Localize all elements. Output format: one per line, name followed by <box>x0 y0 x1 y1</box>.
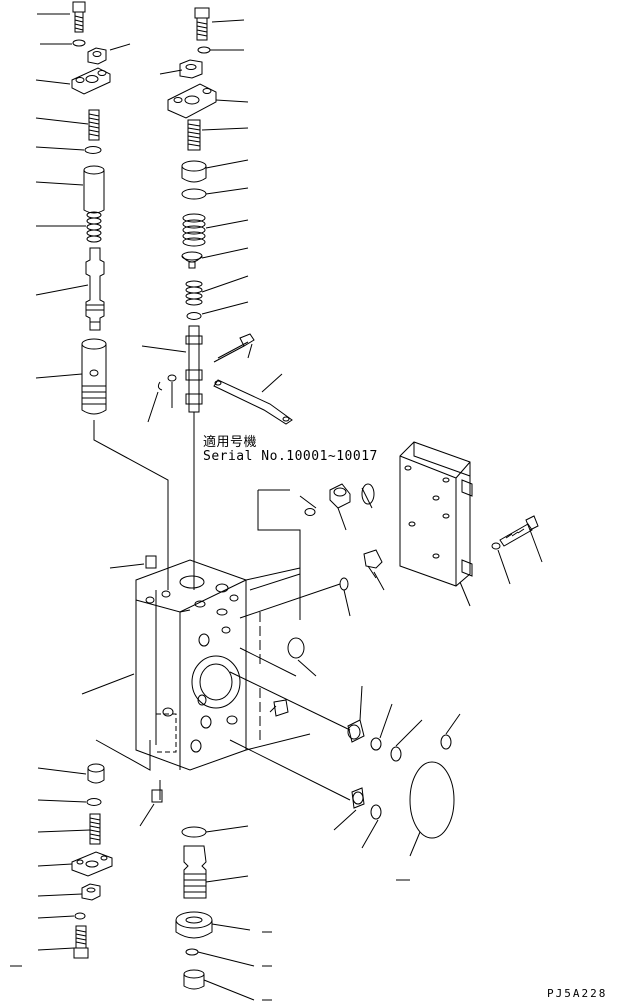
center-leaders <box>141 19 283 423</box>
gasket-plate-outline <box>245 567 311 751</box>
left-leaders-bottom <box>10 563 155 967</box>
part-washer-bottom-left <box>74 912 86 920</box>
center-bottom-parts <box>175 826 213 990</box>
part-plug-small-lower <box>151 789 163 803</box>
part-shim-bottom-left <box>86 798 102 806</box>
part-spool-center <box>185 325 203 413</box>
part-pin-center <box>213 333 255 363</box>
left-column-bottom-parts <box>71 555 163 959</box>
part-sleeve-left <box>81 338 107 415</box>
part-spring-center-large <box>182 213 206 247</box>
part-cap-bottom-center <box>183 969 205 990</box>
part-washer-center-top <box>197 46 211 54</box>
left-column-top-parts <box>71 1 111 415</box>
part-cover-plate <box>399 441 473 587</box>
part-bolt-left-top <box>72 1 86 33</box>
part-cap-center <box>181 160 207 183</box>
part-lever <box>213 379 293 425</box>
serial-range-label: Serial No.10001~10017 <box>203 449 378 464</box>
drawing-code: PJ5A228 <box>547 987 608 1000</box>
part-spool-left <box>85 247 105 331</box>
part-rod-left <box>88 109 100 141</box>
part-oring-round <box>287 637 305 659</box>
part-shim-center <box>181 188 207 200</box>
part-flange-center-top <box>167 83 217 119</box>
part-nut-bottom-center <box>175 911 213 939</box>
part-bolt-bottom-left <box>73 925 89 959</box>
center-column-parts <box>157 7 293 425</box>
right-leaders <box>269 487 543 857</box>
applicability-label: 適用号機 <box>203 435 258 450</box>
part-fitting-right <box>339 549 383 591</box>
part-seat-center <box>181 251 203 269</box>
part-clip-center <box>157 374 177 391</box>
part-flange-left-top <box>71 67 111 95</box>
part-rod-center <box>187 119 201 151</box>
part-nut-bottom-left <box>81 883 101 901</box>
part-flange-bottom-left <box>71 851 113 877</box>
part-bolt-cover <box>491 515 539 550</box>
part-rod-bottom-left <box>89 813 101 845</box>
part-spring-center-small <box>185 280 203 306</box>
part-valve-bottom-center <box>183 845 207 899</box>
part-spring-left <box>86 211 102 243</box>
part-plug-lower <box>273 699 452 820</box>
part-oring-large <box>409 761 455 839</box>
part-ring-center <box>186 312 202 320</box>
part-washer-left-top <box>72 39 86 47</box>
left-leaders-top <box>35 13 131 379</box>
part-shim-bottom-center <box>185 948 199 956</box>
part-nut-left-top <box>87 47 107 65</box>
part-nut-center-top <box>179 59 203 79</box>
part-plug-small <box>145 555 157 569</box>
connection-lines <box>93 412 351 801</box>
part-shim-left <box>84 146 102 154</box>
part-plug-serial <box>304 483 375 516</box>
center-bottom-leaders <box>197 825 410 1001</box>
right-side-parts <box>273 441 539 839</box>
part-oring-bottom-center <box>181 826 207 838</box>
part-piston-left <box>83 165 105 214</box>
part-bolt-center-top <box>194 7 210 41</box>
part-cap-bottom-left <box>87 763 105 784</box>
valve-body <box>135 559 247 771</box>
